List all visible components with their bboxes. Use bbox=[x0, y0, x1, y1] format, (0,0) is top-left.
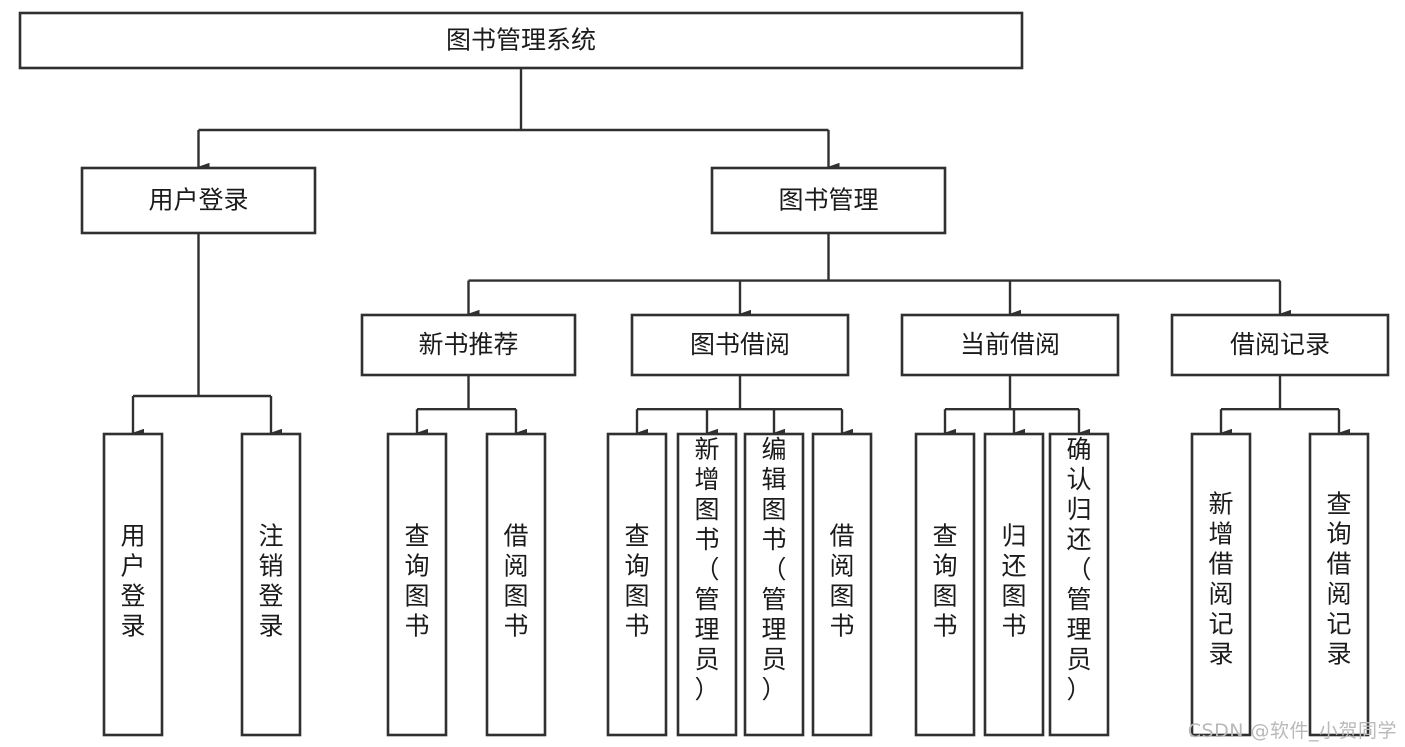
node-box-user-login bbox=[80, 166, 317, 235]
edge-layer bbox=[131, 68, 1350, 438]
node-label-leaf-query-book-current: 查询图书 bbox=[932, 522, 957, 641]
node-label-book-borrow: 图书借阅 bbox=[690, 330, 790, 359]
node-book-manage[interactable]: 图书管理 bbox=[710, 166, 947, 235]
node-box-leaf-query-book-current bbox=[914, 432, 976, 737]
node-leaf-add-book[interactable]: 新增图书（管理员） bbox=[676, 432, 738, 737]
node-box-book-manage bbox=[710, 166, 947, 235]
node-box-borrow-record bbox=[1170, 313, 1390, 377]
node-box-leaf-borrow-book-rec bbox=[485, 432, 547, 737]
node-label-leaf-user-login: 用户登录 bbox=[120, 522, 145, 641]
node-leaf-query-book-rec[interactable]: 查询图书 bbox=[386, 432, 448, 737]
node-box-leaf-return-book bbox=[983, 432, 1045, 737]
node-label-leaf-logout: 注销登录 bbox=[258, 522, 283, 641]
node-box-leaf-query-book-borrow bbox=[606, 432, 668, 737]
node-leaf-query-book-borrow[interactable]: 查询图书 bbox=[606, 432, 668, 737]
node-box-leaf-query-record bbox=[1308, 432, 1370, 737]
node-label-new-book-rec: 新书推荐 bbox=[418, 330, 518, 359]
node-leaf-borrow-book[interactable]: 借阅图书 bbox=[811, 432, 873, 737]
node-leaf-logout[interactable]: 注销登录 bbox=[240, 432, 302, 737]
node-label-leaf-borrow-book: 借阅图书 bbox=[829, 522, 854, 641]
node-label-leaf-borrow-book-rec: 借阅图书 bbox=[503, 522, 528, 641]
node-borrow-record[interactable]: 借阅记录 bbox=[1170, 313, 1390, 377]
node-box-leaf-edit-book bbox=[743, 432, 805, 737]
node-box-leaf-add-record bbox=[1190, 432, 1252, 737]
node-leaf-borrow-book-rec[interactable]: 借阅图书 bbox=[485, 432, 547, 737]
node-label-leaf-add-book: 新增图书（管理员） bbox=[694, 435, 719, 704]
node-leaf-user-login[interactable]: 用户登录 bbox=[102, 432, 164, 737]
node-label-book-manage: 图书管理 bbox=[778, 186, 878, 215]
node-label-leaf-edit-book: 编辑图书（管理员） bbox=[761, 435, 786, 704]
node-box-new-book-rec bbox=[360, 313, 577, 377]
node-box-leaf-add-book bbox=[676, 432, 738, 737]
node-book-borrow[interactable]: 图书借阅 bbox=[630, 313, 850, 377]
node-root[interactable]: 图书管理系统 bbox=[18, 11, 1024, 70]
node-label-leaf-query-book-borrow: 查询图书 bbox=[624, 522, 649, 641]
node-label-leaf-query-record: 查询借阅记录 bbox=[1326, 490, 1351, 669]
node-label-user-login: 用户登录 bbox=[148, 186, 248, 215]
node-box-book-borrow bbox=[630, 313, 850, 377]
node-label-leaf-confirm-return: 确认归还（管理员） bbox=[1066, 435, 1091, 704]
node-label-root: 图书管理系统 bbox=[446, 26, 596, 55]
node-box-current-borrow bbox=[900, 313, 1120, 377]
node-user-login[interactable]: 用户登录 bbox=[80, 166, 317, 235]
node-leaf-query-record[interactable]: 查询借阅记录 bbox=[1308, 432, 1370, 737]
node-layer: 图书管理系统用户登录图书管理新书推荐图书借阅当前借阅借阅记录用户登录注销登录查询… bbox=[18, 11, 1390, 737]
node-box-root bbox=[18, 11, 1024, 70]
node-label-borrow-record: 借阅记录 bbox=[1230, 330, 1330, 359]
node-box-leaf-query-book-rec bbox=[386, 432, 448, 737]
node-box-leaf-user-login bbox=[102, 432, 164, 737]
node-box-leaf-confirm-return bbox=[1048, 432, 1110, 737]
node-box-leaf-borrow-book bbox=[811, 432, 873, 737]
node-leaf-confirm-return[interactable]: 确认归还（管理员） bbox=[1048, 432, 1110, 737]
node-current-borrow[interactable]: 当前借阅 bbox=[900, 313, 1120, 377]
node-label-leaf-add-record: 新增借阅记录 bbox=[1208, 490, 1233, 669]
node-label-leaf-query-book-rec: 查询图书 bbox=[404, 522, 429, 641]
node-leaf-query-book-current[interactable]: 查询图书 bbox=[914, 432, 976, 737]
node-box-leaf-logout bbox=[240, 432, 302, 737]
node-new-book-rec[interactable]: 新书推荐 bbox=[360, 313, 577, 377]
node-leaf-edit-book[interactable]: 编辑图书（管理员） bbox=[743, 432, 805, 737]
node-label-current-borrow: 当前借阅 bbox=[960, 330, 1060, 359]
node-leaf-add-record[interactable]: 新增借阅记录 bbox=[1190, 432, 1252, 737]
node-label-leaf-return-book: 归还图书 bbox=[1001, 522, 1026, 641]
node-leaf-return-book[interactable]: 归还图书 bbox=[983, 432, 1045, 737]
